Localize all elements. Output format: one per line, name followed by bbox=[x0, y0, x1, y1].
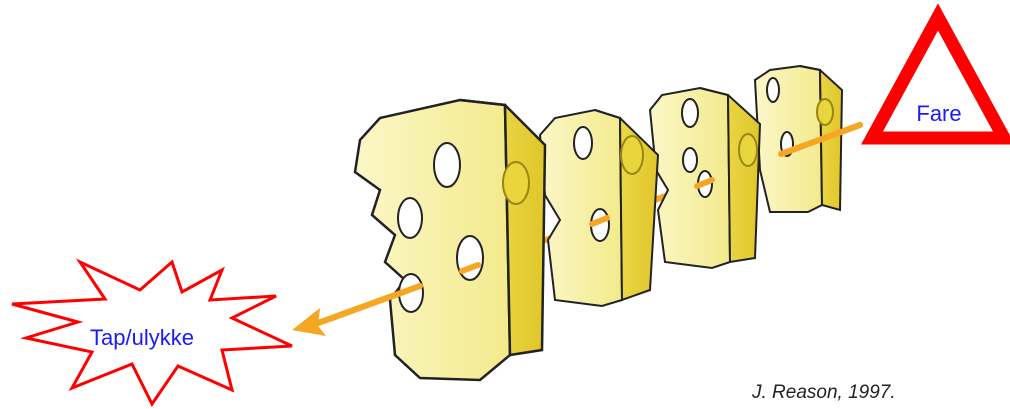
cheese-slice-1-hole bbox=[397, 197, 423, 239]
cheese-slice-3-front bbox=[648, 86, 732, 270]
hazard-sign: Fare bbox=[861, 3, 1010, 145]
cheese-slice-3-hole bbox=[682, 147, 698, 173]
hazard-trajectory-through-holes bbox=[292, 122, 863, 336]
hazard-triangle bbox=[861, 3, 1010, 145]
trajectory-segment bbox=[778, 122, 863, 157]
cheese-slice-4-side bbox=[799, 65, 844, 212]
trajectory-segment bbox=[589, 215, 610, 227]
loss-label: Tap/ulykke bbox=[90, 325, 194, 350]
cheese-slice-2-front bbox=[538, 108, 624, 308]
trajectory-segment bbox=[694, 177, 715, 189]
cheese-slice-4-hole bbox=[766, 77, 780, 103]
cheese-slice-1 bbox=[353, 98, 547, 382]
cheese-slice-3-side-hole bbox=[738, 133, 758, 167]
cheese-slice-3-side bbox=[699, 87, 762, 264]
trajectory-segment bbox=[307, 283, 423, 329]
cheese-slice-4-side-hole bbox=[816, 98, 834, 126]
loss-burst-shape bbox=[11, 258, 293, 407]
cheese-slice-4 bbox=[753, 64, 844, 213]
trajectory-arrowhead bbox=[292, 308, 326, 336]
citation: J. Reason, 1997. bbox=[751, 382, 896, 403]
cheese-slice-3 bbox=[648, 86, 762, 270]
cheese-slice-2-side-hole bbox=[620, 135, 644, 175]
cheese-slice-1-side-hole bbox=[502, 161, 530, 205]
hazard-label: Fare bbox=[916, 101, 961, 126]
cheese-slice-2-hole bbox=[573, 126, 593, 160]
cheese-slice-1-front bbox=[353, 98, 512, 382]
cheese-slice-1-hole bbox=[433, 142, 461, 188]
trajectory-segment bbox=[459, 262, 481, 274]
cheese-slice-2 bbox=[538, 108, 660, 308]
cheese-slice-1-side bbox=[459, 98, 547, 357]
cheese-slice-3-hole bbox=[681, 98, 699, 128]
loss-burst: Tap/ulykke bbox=[11, 258, 293, 407]
